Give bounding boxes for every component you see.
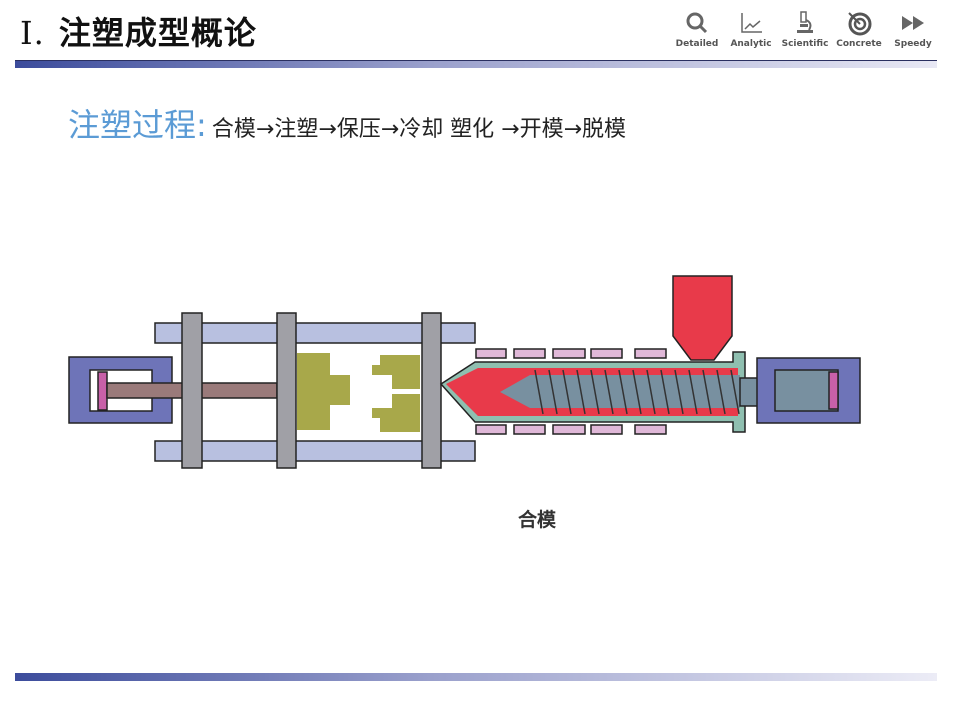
heater-band bbox=[552, 348, 586, 359]
logo-speedy: Speedy bbox=[890, 10, 936, 49]
injection-cylinder bbox=[756, 357, 861, 424]
screw-flight bbox=[562, 369, 572, 415]
screw-flight bbox=[646, 369, 656, 415]
clamp-piston bbox=[97, 371, 108, 411]
target-icon bbox=[848, 12, 872, 36]
microscope-icon bbox=[797, 11, 813, 33]
screw-flight bbox=[534, 369, 544, 415]
footer-divider bbox=[15, 673, 937, 681]
logo-analytic: Analytic bbox=[728, 10, 774, 49]
heater-band bbox=[590, 424, 623, 435]
logo-detailed: Detailed bbox=[674, 10, 720, 49]
logo-scientific: Scientific bbox=[782, 10, 828, 49]
screw-flight bbox=[660, 369, 670, 415]
process-line: 注塑过程: 合模→注塑→保压→冷却 塑化 →开模→脱模 bbox=[68, 106, 627, 144]
moving-mold bbox=[297, 353, 350, 430]
screw-flight bbox=[618, 369, 628, 415]
heater-band bbox=[634, 424, 667, 435]
fixed-mold bbox=[372, 355, 420, 432]
screw-flight bbox=[674, 369, 684, 415]
rear-platen bbox=[181, 312, 203, 469]
page-title: Ⅰ.注塑成型概论 bbox=[20, 14, 257, 52]
screw-flight bbox=[702, 369, 712, 415]
screw-flight bbox=[716, 369, 726, 415]
header-divider bbox=[15, 60, 937, 68]
hopper bbox=[672, 275, 733, 361]
fixed-platen bbox=[421, 312, 442, 469]
screw-flight bbox=[730, 369, 740, 415]
heater-band bbox=[590, 348, 623, 359]
screw-flight bbox=[688, 369, 698, 415]
line-chart-icon bbox=[741, 13, 762, 33]
screw-flight bbox=[632, 369, 642, 415]
heater-band bbox=[552, 424, 586, 435]
tie-bar-top bbox=[154, 322, 476, 344]
logo-concrete: Concrete bbox=[836, 10, 882, 49]
moving-platen bbox=[276, 312, 297, 469]
screw-flight bbox=[590, 369, 600, 415]
injection-piston bbox=[828, 371, 839, 410]
magnifier-icon bbox=[686, 12, 708, 34]
heater-band bbox=[513, 348, 546, 359]
brand-logos: Detailed Analytic Scientific Concrete Sp… bbox=[674, 10, 936, 49]
heater-band bbox=[513, 424, 546, 435]
screw-flight bbox=[604, 369, 614, 415]
heater-band bbox=[475, 348, 507, 359]
fast-forward-icon bbox=[902, 16, 924, 30]
screw bbox=[500, 375, 740, 408]
diagram-caption: 合模 bbox=[518, 509, 557, 531]
screw-flight bbox=[548, 369, 558, 415]
tie-bar-bottom bbox=[154, 440, 476, 462]
screw-flight bbox=[576, 369, 586, 415]
heater-band bbox=[634, 348, 667, 359]
heater-band bbox=[475, 424, 507, 435]
